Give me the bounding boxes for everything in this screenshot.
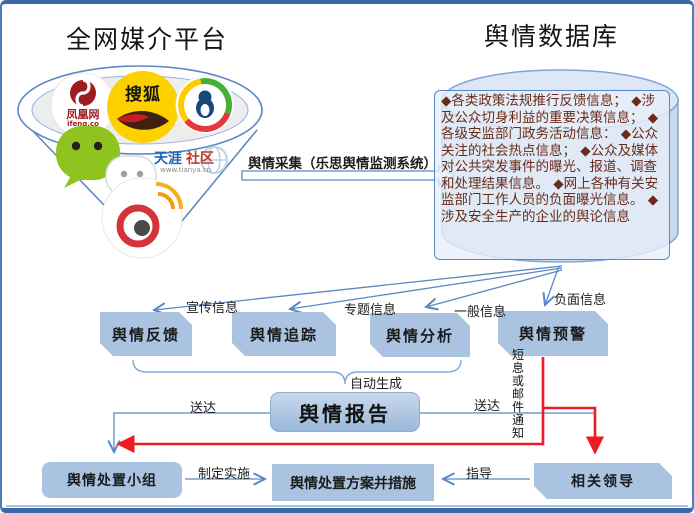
database-title: 舆情数据库 bbox=[484, 22, 620, 51]
box-tracking: 舆情追踪 bbox=[232, 312, 336, 356]
tencent-qq-logo bbox=[174, 74, 236, 136]
channel-label-general: 一般信息 bbox=[454, 305, 507, 320]
report-box: 舆情报告 bbox=[270, 392, 420, 432]
guide-label: 指导 bbox=[466, 467, 493, 482]
sohu-logo: 搜狐 bbox=[106, 70, 180, 144]
db-item: ◆各级安监部门政务活动信息： bbox=[441, 109, 659, 143]
channel-label-negative: 负面信息 bbox=[554, 293, 607, 308]
ifeng-label: 凤凰网 bbox=[66, 108, 100, 121]
box-disposal-plan: 舆情处置方案并措施 bbox=[272, 464, 434, 501]
ifeng-sublabel: ifeng.co bbox=[67, 120, 99, 128]
box-analysis: 舆情分析 bbox=[370, 313, 470, 357]
database-infobox: ◆各类政策法规推行反馈信息； ◆涉及公众切身利益的重要决策信息； ◆各级安监部门… bbox=[434, 90, 670, 260]
tianya-label-1: 天涯 bbox=[154, 151, 182, 167]
alert-red-path bbox=[116, 357, 605, 455]
box-warning: 舆情预警 bbox=[498, 311, 608, 356]
box-feedback: 舆情反馈 bbox=[100, 312, 192, 356]
channel-label-special: 专题信息 bbox=[344, 303, 397, 318]
tianya-sublabel: www.tianya.cn bbox=[160, 166, 212, 174]
weibo-logo bbox=[100, 176, 184, 260]
channel-label-publicity: 宣传信息 bbox=[186, 301, 239, 316]
make-implement-label: 制定实施 bbox=[198, 467, 251, 482]
fan-arrows bbox=[154, 265, 563, 310]
box-leaders: 相关领导 bbox=[534, 463, 672, 499]
db-item: ◆公众关注的社会热点信息； bbox=[441, 126, 659, 159]
auto-generate-label: 自动生成 bbox=[350, 377, 403, 392]
db-item: ◆涉及公众切身利益的重要决策信息； bbox=[441, 93, 656, 126]
deliver-right-label: 送达 bbox=[474, 399, 501, 414]
notify-vertical-label: 短息或邮件通知 bbox=[511, 348, 524, 440]
db-item: ◆各类政策法规推行反馈信息； bbox=[441, 93, 627, 109]
delivery-lines bbox=[114, 412, 594, 452]
db-item: ◆公众及媒体对公共突发事件的曝光、报道、调查和处理结果信息。 bbox=[441, 142, 659, 192]
brace bbox=[132, 359, 462, 385]
db-item: ◆涉及安全生产的企业的舆论信息 bbox=[441, 192, 659, 225]
media-platform-title: 全网媒介平台 bbox=[66, 25, 229, 54]
tianya-logo: 天涯 社区 www.tianya.cn bbox=[152, 146, 232, 180]
box-disposal-team: 舆情处置小组 bbox=[42, 462, 182, 498]
bottom-light-line bbox=[6, 505, 688, 507]
collect-label: 舆情采集（乐思舆情监测系统） bbox=[248, 156, 437, 172]
deliver-left-label: 送达 bbox=[190, 401, 217, 416]
tianya-label-2: 社区 bbox=[186, 151, 214, 167]
db-item: ◆网上各种有关安监部门工作人员的负面曝光信息。 bbox=[441, 175, 659, 209]
sohu-label: 搜狐 bbox=[125, 85, 161, 105]
